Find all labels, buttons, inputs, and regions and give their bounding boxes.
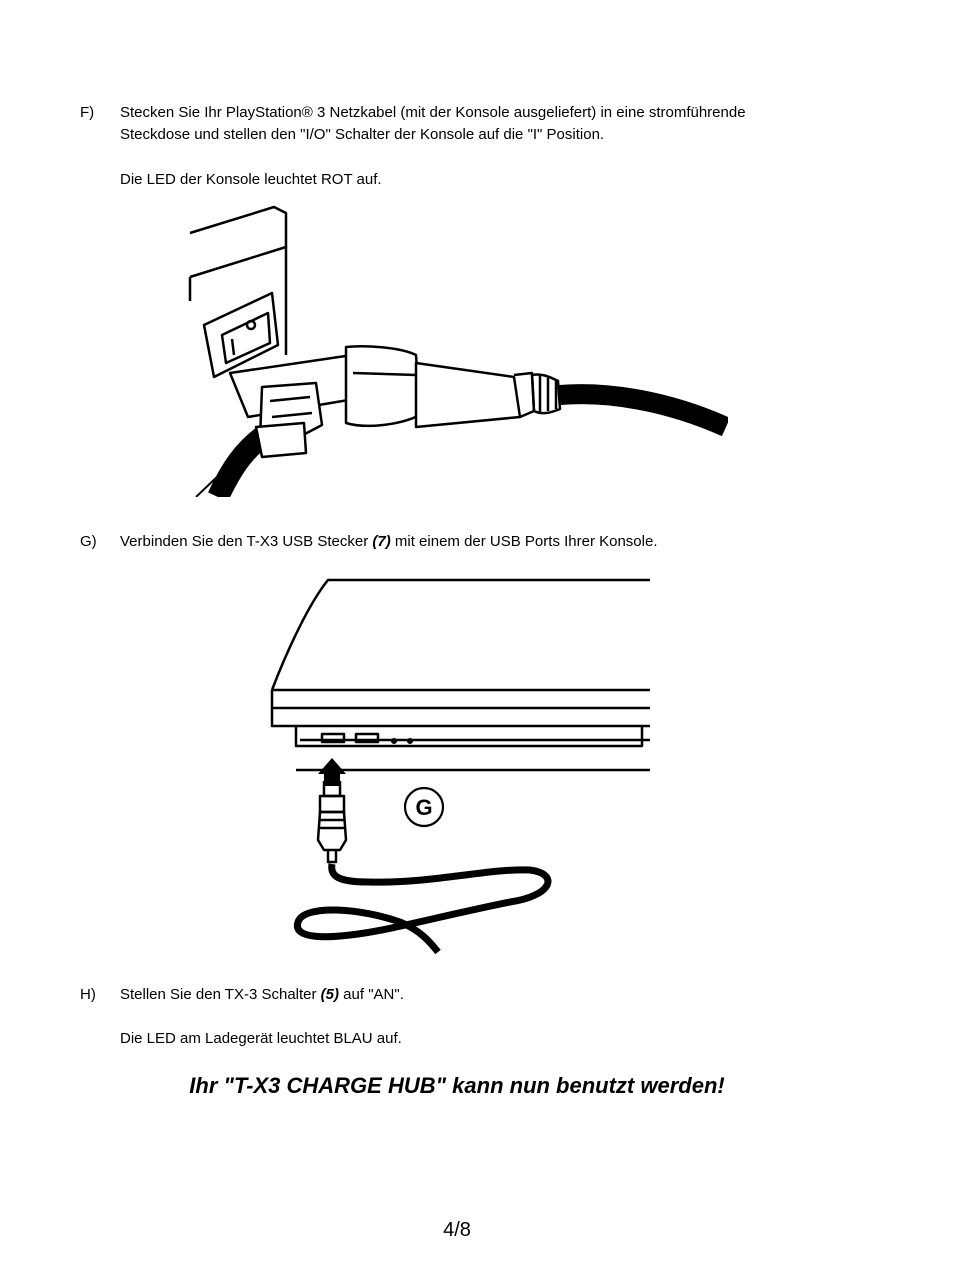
figure-g-label: G [415, 795, 432, 820]
step-g-text-after: mit einem der USB Ports Ihrer Konsole. [390, 533, 658, 550]
step-g-text: Verbinden Sie den T-X3 USB Stecker (7) m… [120, 531, 658, 553]
final-message: Ihr "T-X3 CHARGE HUB" kann nun benutzt w… [189, 1073, 725, 1098]
step-f-marker: F) [80, 104, 95, 121]
step-h-text-after: auf "AN". [339, 986, 404, 1003]
step-f-note: Die LED der Konsole leuchtet ROT auf. [120, 171, 382, 188]
step-h-part-ref: (5) [320, 986, 340, 1003]
step-h-text: Stellen Sie den TX-3 Schalter (5) auf "A… [120, 984, 404, 1006]
step-g-part-ref: (7) [372, 533, 391, 550]
step-h-note: Die LED am Ladegerät leuchtet BLAU auf. [120, 1030, 402, 1047]
step-h-text-before: Stellen Sie den TX-3 Schalter [120, 986, 321, 1003]
power-cable-illustration [188, 205, 728, 497]
step-f-line-2: Steckdose und stellen den "I/O" Schalter… [120, 126, 605, 143]
step-f-line-1: Stecken Sie Ihr PlayStation® 3 Netzkabel… [120, 104, 746, 121]
usb-connection-illustration: G [270, 578, 654, 954]
step-g-text-before: Verbinden Sie den T-X3 USB Stecker [120, 533, 373, 550]
page-number: 4/8 [443, 1219, 471, 1241]
step-g-marker: G) [80, 533, 97, 550]
step-h-marker: H) [80, 986, 96, 1003]
